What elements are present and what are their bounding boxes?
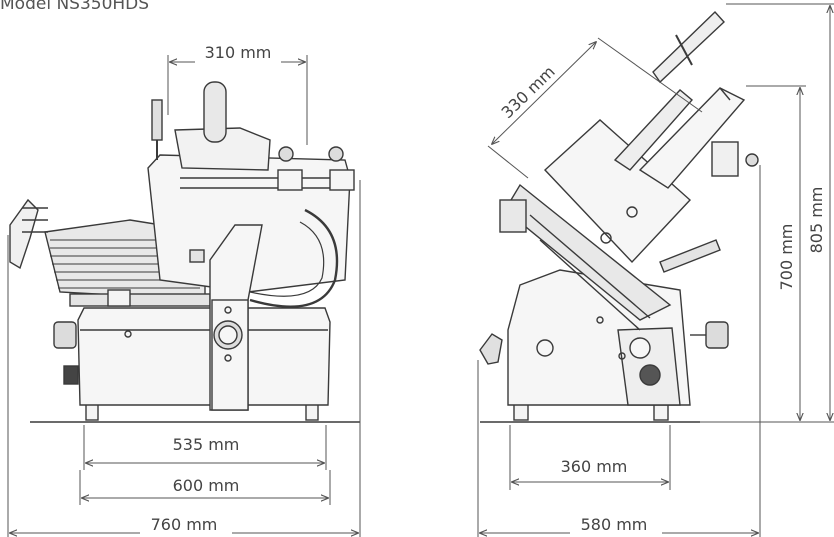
label-600: 600 mm	[173, 476, 240, 495]
front-switch-icon	[63, 365, 79, 385]
label-330: 330 mm	[498, 62, 559, 122]
front-foot-left-icon	[85, 403, 99, 421]
label-360: 360 mm	[561, 457, 628, 476]
label-700: 700 mm	[777, 224, 796, 291]
label-310: 310 mm	[205, 43, 272, 62]
side-right-knob-icon	[705, 321, 729, 349]
side-view-slicer	[479, 10, 759, 423]
front-left-knob-icon	[53, 321, 77, 349]
dim-line-330	[492, 42, 596, 144]
dimension-labels: 310 mm 535 mm 600 mm 760 mm 330 mm 360 m…	[140, 42, 826, 536]
label-580: 580 mm	[581, 515, 648, 534]
front-view-slicer	[9, 81, 360, 423]
label-760: 760 mm	[151, 515, 218, 534]
label-805: 805 mm	[807, 187, 826, 254]
front-foot-right-icon	[305, 403, 319, 421]
side-foot-left-icon	[513, 403, 529, 421]
model-title: Model NS350HDS	[0, 0, 150, 14]
label-535: 535 mm	[173, 435, 240, 454]
side-handle-icon	[652, 10, 725, 84]
side-switch-icon	[639, 364, 661, 386]
side-foot-right-icon	[653, 403, 669, 421]
front-handle-icon	[203, 81, 227, 143]
